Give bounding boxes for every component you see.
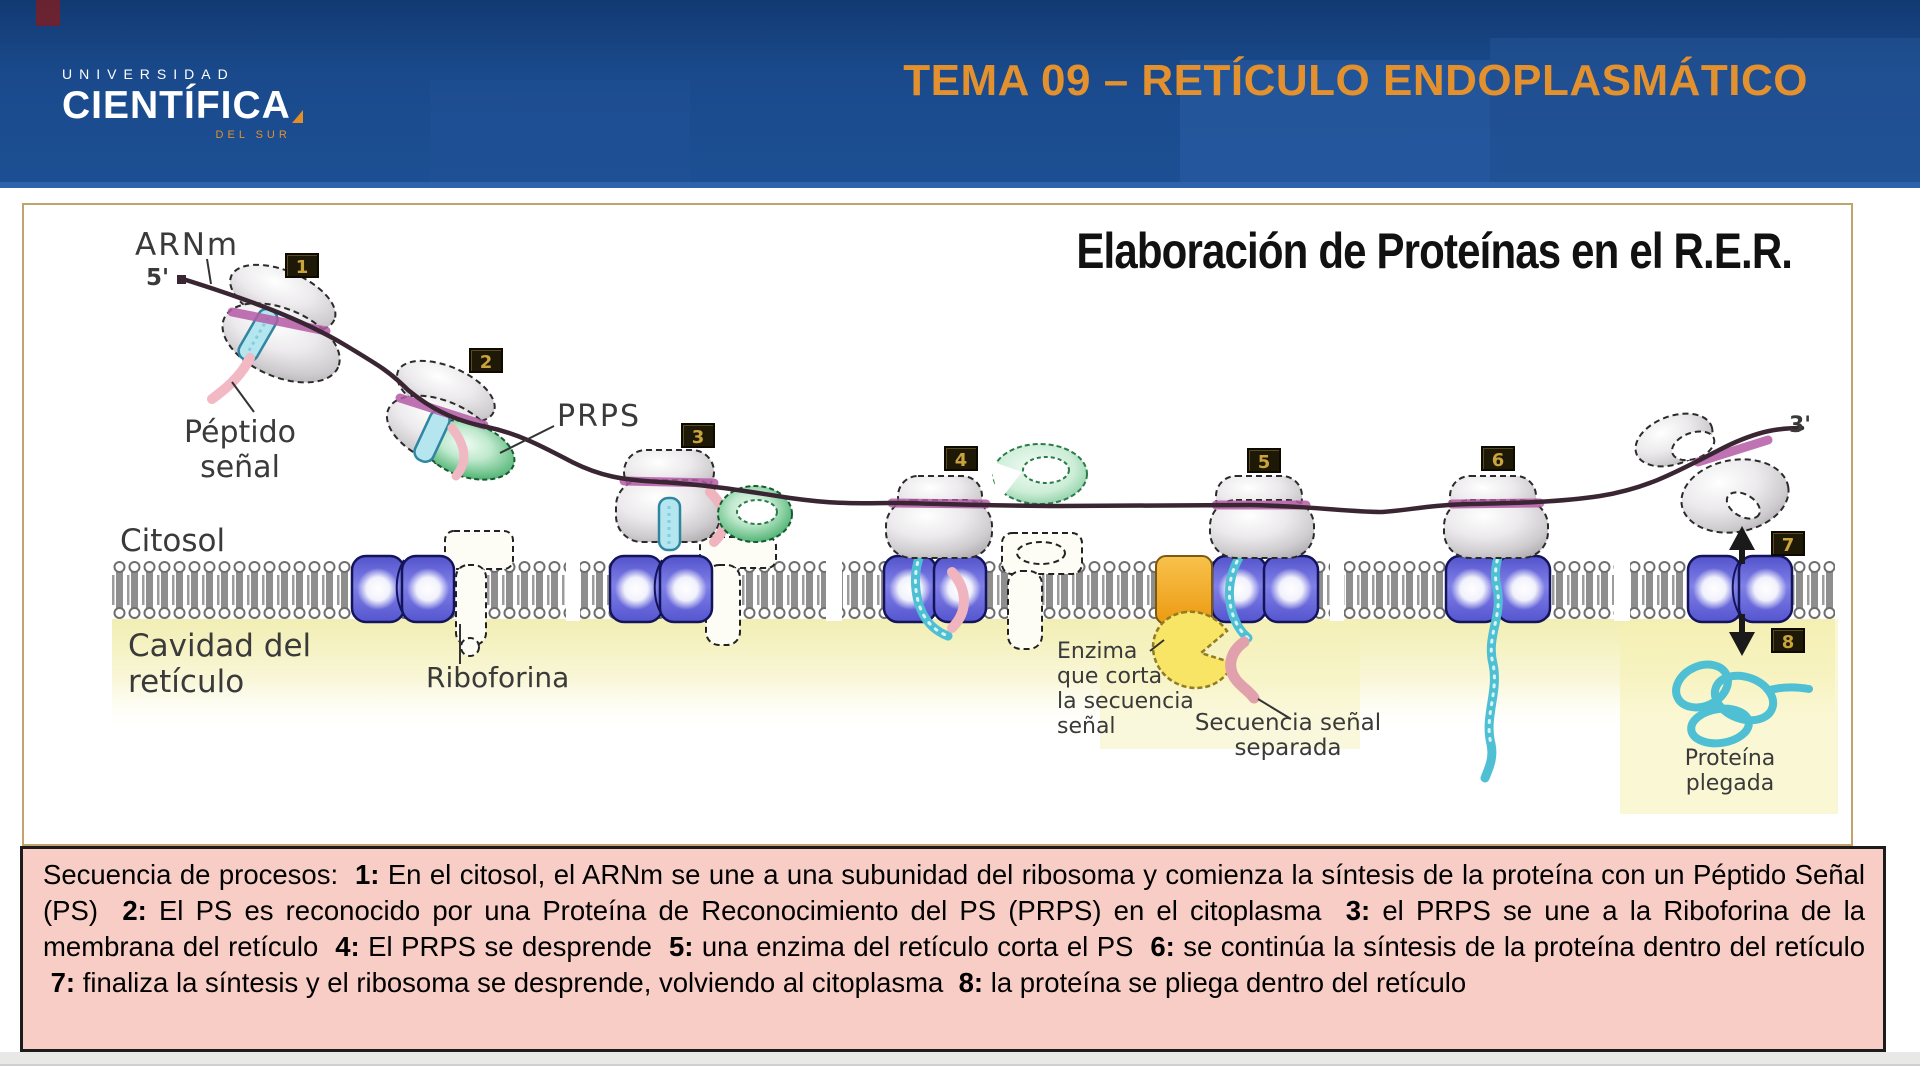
step-marker-5: 5 (1247, 448, 1281, 473)
label-5-prime: 5' (146, 265, 170, 291)
step-marker-2: 2 (469, 348, 503, 373)
logo-triangle-icon (291, 110, 303, 123)
logo-cientifica-text: CIENTÍFICA (62, 84, 303, 128)
logo-del-sur-text: DEL SUR (215, 129, 291, 141)
header-photo-flag (36, 0, 60, 26)
process-sequence-textbox: Secuencia de procesos: 1: En el citosol,… (20, 846, 1886, 1052)
step-marker-6: 6 (1481, 446, 1515, 471)
label-citosol: Citosol (120, 523, 226, 559)
university-logo: UNIVERSIDAD CIENTÍFICA DEL SUR (62, 66, 303, 141)
logo-universidad-text: UNIVERSIDAD (62, 66, 235, 82)
step-marker-1: 1 (285, 253, 319, 278)
label-prps: PRPS (557, 399, 642, 434)
course-title: TEMA 09 – RETÍCULO ENDOPLASMÁTICO (903, 56, 1808, 105)
step-marker-8: 8 (1771, 628, 1805, 653)
label-riboforina: Riboforina (426, 661, 570, 694)
header-photo-shape (1490, 38, 1920, 188)
step-marker-3: 3 (681, 423, 715, 448)
label-arnm: ARNm (135, 227, 240, 263)
step-marker-7: 7 (1771, 531, 1805, 556)
footer-strip (0, 1052, 1920, 1066)
header-photo-shape (1180, 60, 1490, 188)
step-marker-4: 4 (944, 446, 978, 471)
header-banner: UNIVERSIDAD CIENTÍFICA DEL SUR TEMA 09 –… (0, 0, 1920, 188)
header-photo-shape (430, 80, 690, 188)
label-3-prime: 3' (1789, 413, 1812, 438)
diagram-panel (22, 203, 1853, 846)
diagram-title: Elaboración de Proteínas en el R.E.R. (1076, 223, 1793, 279)
header-bottom-strip (0, 182, 1920, 188)
